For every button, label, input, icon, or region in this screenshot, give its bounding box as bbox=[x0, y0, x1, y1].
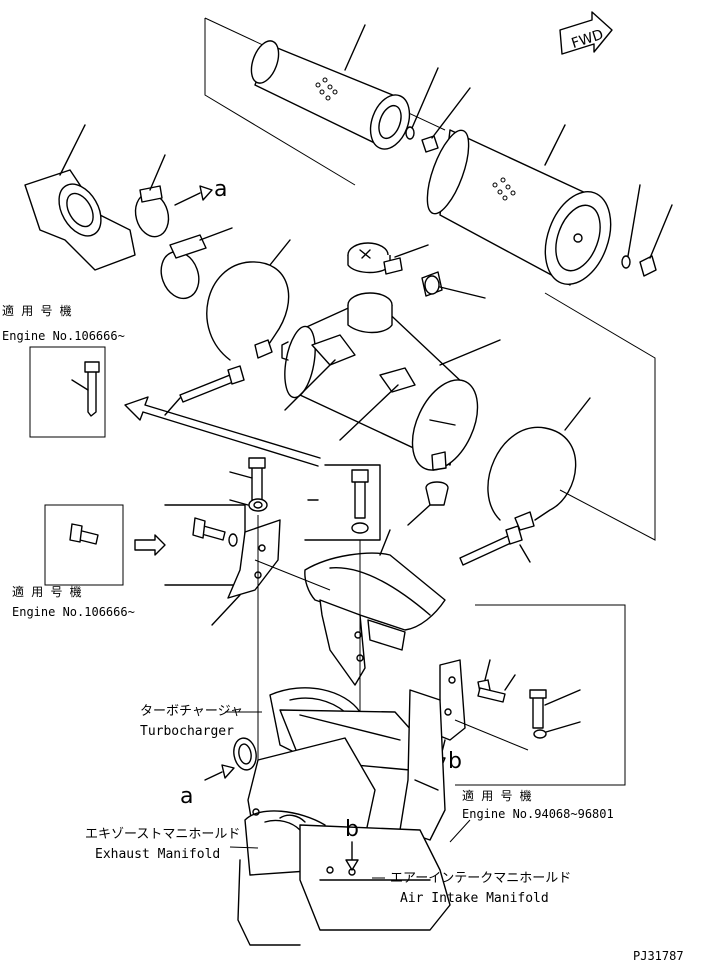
filter-hole-pattern bbox=[315, 77, 338, 101]
exhaust-manifold-label: エキゾーストマニホールド Exhaust Manifold bbox=[85, 827, 240, 862]
band-bolt-left bbox=[164, 365, 245, 416]
applicability-right-en: Engine No.94068~96801 bbox=[462, 807, 614, 821]
exhaust-manifold-label-jp: エキゾーストマニホールド bbox=[85, 827, 240, 842]
inner-filter-element bbox=[250, 24, 411, 150]
turbocharger-inlet bbox=[233, 737, 257, 771]
applicability-mid-jp: 適 用 号 機 bbox=[12, 584, 82, 599]
label-leader-lines bbox=[225, 711, 471, 879]
mounting-band-right bbox=[487, 397, 591, 531]
reference-label-b-right: b bbox=[448, 749, 462, 774]
support-bolts-middle bbox=[229, 457, 268, 512]
applicability-right-jp: 適 用 号 機 bbox=[462, 788, 532, 803]
exhaust-manifold-label-en: Exhaust Manifold bbox=[95, 847, 220, 862]
dust-cap bbox=[347, 242, 429, 275]
engine-block bbox=[237, 687, 451, 946]
air-intake-manifold-label: エアーインテークマニホールド Air Intake Manifold bbox=[390, 871, 571, 906]
applicability-top-jp: 適 用 号 機 bbox=[2, 303, 72, 318]
turbocharger-label-jp: ターボチャージャ bbox=[140, 704, 243, 719]
applicability-top-en: Engine No.106666~ bbox=[2, 329, 125, 343]
air-intake-manifold-label-jp: エアーインテークマニホールド bbox=[390, 871, 571, 886]
outer-filter-hole-pattern bbox=[492, 177, 516, 201]
reference-arrow-b-lower: b bbox=[345, 817, 359, 871]
turbocharger-label: ターボチャージャ Turbocharger bbox=[140, 704, 243, 739]
inset-box-right: b bbox=[424, 604, 626, 786]
forward-direction-arrow: FWD bbox=[559, 11, 613, 55]
turbocharger-label-en: Turbocharger bbox=[140, 724, 234, 739]
inset-box-middle: 適 用 号 機 Engine No.106666~ bbox=[12, 504, 166, 619]
air-cleaner-body bbox=[281, 292, 501, 471]
wing-nut-part bbox=[421, 87, 471, 153]
intake-elbow-hose bbox=[24, 124, 136, 271]
support-bolt-center bbox=[304, 464, 381, 541]
air-intake-manifold-label-en: Air Intake Manifold bbox=[400, 891, 549, 906]
applicability-right-label: 適 用 号 機 Engine No.94068~96801 bbox=[462, 788, 614, 821]
reference-label-b-lower: b bbox=[345, 817, 359, 842]
hose-clamp-upper bbox=[134, 154, 170, 238]
reference-label-a-lower: a bbox=[180, 784, 193, 809]
washer-part-2 bbox=[621, 184, 641, 269]
band-bolt-right bbox=[459, 525, 531, 566]
reference-label-a: a bbox=[214, 177, 227, 202]
applicability-mid-en: Engine No.106666~ bbox=[12, 605, 135, 619]
outer-filter-element bbox=[426, 124, 612, 286]
rubber-mount bbox=[421, 271, 486, 299]
wing-nut-part-2 bbox=[639, 204, 673, 277]
drawing-number: PJ31787 bbox=[633, 949, 684, 963]
washer-part bbox=[405, 67, 439, 140]
inset-box-top: 適 用 号 機 Engine No.106666~ bbox=[2, 303, 125, 438]
hose-clamp-lower bbox=[160, 227, 233, 300]
mounting-band-left bbox=[206, 239, 291, 361]
bracket-stay-left bbox=[211, 515, 281, 805]
guide-arrow-to-inset bbox=[124, 396, 321, 467]
heat-shield-bracket bbox=[254, 529, 446, 830]
drain-valve bbox=[407, 481, 449, 526]
reference-arrow-a-lower: a bbox=[180, 764, 235, 809]
bracket-bolt-detail bbox=[164, 504, 246, 586]
reference-arrow-a-upper: a bbox=[174, 177, 227, 206]
